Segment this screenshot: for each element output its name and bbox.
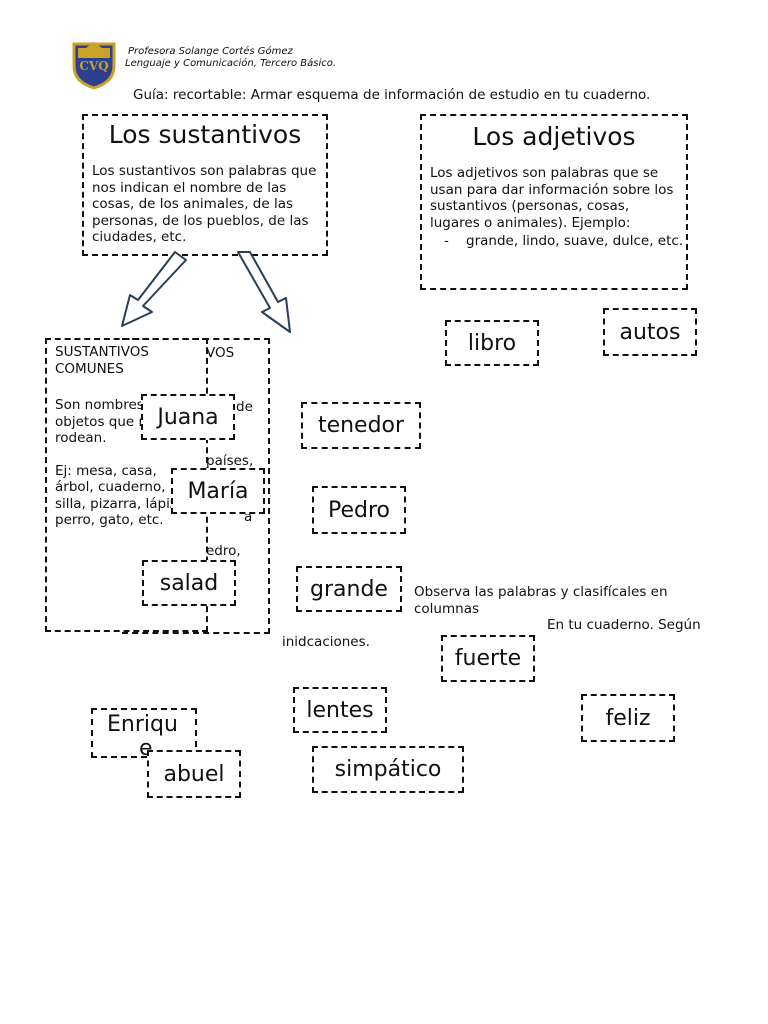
sustantivos-box: Los sustantivos Los sustantivos son pala… [82, 114, 328, 256]
word-card-grande[interactable]: grande [296, 566, 402, 612]
adjetivos-text: Los adjetivos son palabras que se usan p… [430, 165, 674, 231]
comunes-box: SUSTANTIVOS COMUNES Son nombres de los o… [45, 338, 208, 632]
word-card-pedro[interactable]: Pedro [312, 486, 406, 534]
subject-name: Lenguaje y Comunicación, Tercero Básico. [125, 58, 337, 69]
arrow-right-icon [237, 251, 291, 333]
word-card-tenedor[interactable]: tenedor [301, 402, 421, 449]
adjetivos-title: Los adjetivos [472, 122, 636, 151]
sustantivos-title: Los sustantivos [108, 120, 302, 149]
arrow-left-icon [121, 251, 187, 327]
comunes-title: SUSTANTIVOS COMUNES [55, 344, 149, 377]
teacher-name: Profesora Solange Cortés Gómez [128, 46, 293, 57]
word-card-feliz[interactable]: feliz [581, 694, 675, 742]
word-card-enrique-line1: Enriqu [107, 712, 178, 737]
propios-fragment-paises: países, [206, 453, 254, 469]
word-card-juana[interactable]: Juana [141, 394, 235, 440]
instructions-line2: En tu cuaderno. Según [547, 617, 701, 633]
word-card-salad[interactable]: salad [142, 560, 236, 606]
propios-fragment-a: a [244, 509, 253, 525]
word-card-abuel[interactable]: abuel [147, 750, 241, 798]
logo-text: CVQ [79, 59, 109, 73]
word-card-maria[interactable]: María [171, 468, 265, 514]
word-card-autos[interactable]: autos [603, 308, 697, 356]
sustantivos-text: Los sustantivos son palabras que nos ind… [92, 163, 317, 245]
propios-fragment-pedro: edro, [206, 543, 241, 559]
instructions-line1: Observa las palabras y clasifícales en c… [414, 584, 668, 617]
comunes-example: Ej: mesa, casa, árbol, cuaderno, silla, … [55, 462, 182, 529]
adjetivos-example: grande, lindo, suave, dulce, etc. [444, 233, 686, 250]
guide-title: Guía: recortable: Armar esquema de infor… [133, 87, 651, 103]
word-card-enrique-line2: e [139, 736, 153, 758]
word-card-libro[interactable]: libro [445, 320, 539, 366]
school-logo-icon: CVQ [70, 40, 118, 90]
adjetivos-box: Los adjetivos Los adjetivos son palabras… [420, 114, 688, 290]
word-card-enrique[interactable]: Enriqu e [91, 708, 197, 758]
word-card-lentes[interactable]: lentes [293, 687, 387, 733]
word-card-fuerte[interactable]: fuerte [441, 635, 535, 682]
instructions-line3: inidcaciones. [282, 634, 370, 650]
arrows-diagram [121, 251, 291, 333]
word-card-simpatico[interactable]: simpático [312, 746, 464, 793]
propios-fragment-de: de [236, 399, 253, 415]
propios-title-fragment: VOS [206, 345, 235, 361]
